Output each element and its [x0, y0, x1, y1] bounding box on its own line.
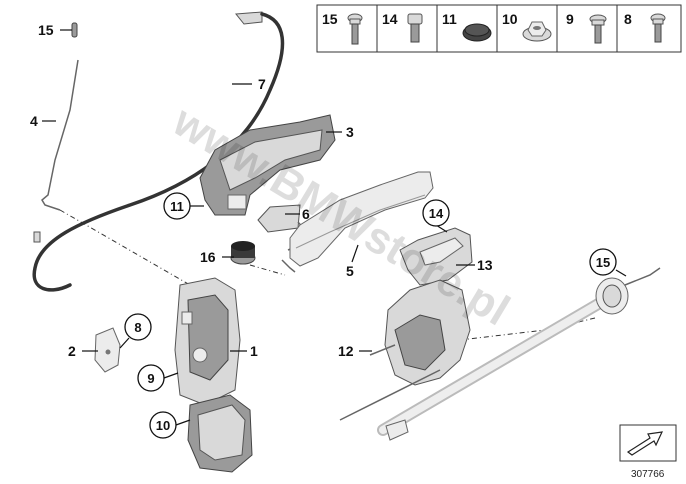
actuating-rod-with-boot [377, 267, 661, 441]
screw-icon [347, 13, 363, 45]
callout-2: 2 [68, 343, 76, 359]
callout-6: 6 [302, 206, 310, 222]
connection-line [59, 209, 191, 286]
rod-clip [33, 231, 41, 243]
header-label-14: 14 [382, 11, 398, 27]
bolt-icon [407, 13, 423, 43]
callout-3: 3 [346, 124, 354, 140]
header-label-11: 11 [442, 11, 457, 27]
flange-screw-icon [589, 14, 607, 44]
callout-5: 5 [346, 263, 354, 279]
lock-actuator [399, 227, 473, 286]
grommet-plug-icon [462, 23, 492, 42]
callout-8-circled: 8 [134, 320, 141, 335]
direction-arrow-icon [626, 431, 664, 456]
header-label-8: 8 [624, 11, 632, 27]
callout-7: 7 [258, 76, 266, 92]
outer-door-handle [289, 171, 434, 267]
callout-15-pin: 15 [38, 22, 54, 38]
operating-rod [41, 59, 79, 211]
callout-9-circled: 9 [147, 371, 154, 386]
callout-14-circled: 14 [429, 206, 444, 221]
central-locking-actuator [339, 279, 471, 421]
solenoid-part [230, 241, 256, 265]
callout-15-circled: 15 [596, 255, 610, 270]
callout-16: 16 [200, 249, 216, 265]
header-label-10: 10 [502, 11, 518, 27]
callout-10-circled: 10 [156, 418, 170, 433]
header-label-15: 15 [322, 11, 338, 27]
callout-12: 12 [338, 343, 354, 359]
header-parts-strip: 15 14 11 10 9 8 [316, 4, 682, 53]
lock-electronics-module [187, 394, 253, 473]
callout-13: 13 [477, 257, 493, 273]
callout-4: 4 [30, 113, 38, 129]
callout-1: 1 [250, 343, 258, 359]
striker-bracket [94, 327, 121, 373]
diagram-number: 307766 [631, 469, 665, 480]
torx-screw-icon [650, 13, 666, 43]
nut-icon [522, 21, 552, 42]
bowden-cable [32, 11, 285, 292]
leader-lines [42, 29, 627, 426]
pin-part [71, 22, 78, 38]
door-lock [174, 277, 241, 406]
callout-labels: 15 7 4 3 6 16 13 5 2 1 12 11 14 15 8 9 1… [30, 22, 617, 439]
handle-carrier [199, 114, 336, 216]
header-label-9: 9 [566, 11, 574, 27]
callout-11-circled: 11 [170, 199, 184, 214]
orientation-box [619, 424, 677, 462]
